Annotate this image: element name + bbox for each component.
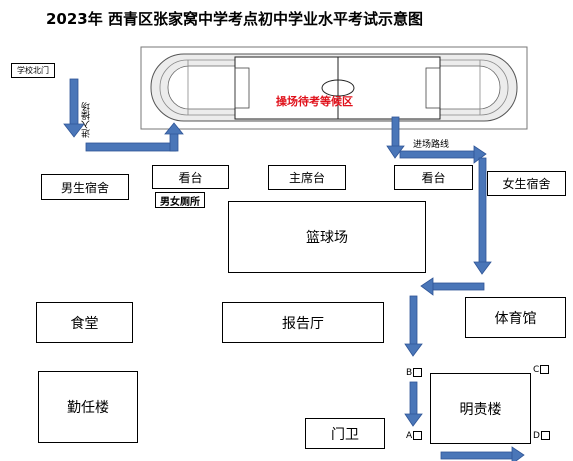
door-a-label: A (406, 431, 413, 441)
north-gate-box: 学校北门 (11, 63, 55, 78)
qinren-building: 勤任楼 (38, 371, 138, 443)
main-stand: 主席台 (268, 165, 346, 190)
canteen: 食堂 (36, 302, 133, 343)
door-b-label: B (406, 368, 413, 378)
boys-dorm: 男生宿舍 (41, 174, 129, 200)
lecture-hall: 报告厅 (222, 302, 384, 343)
door-b: B (406, 368, 423, 378)
door-a-marker (413, 431, 423, 440)
route-arrow-right-3 (440, 451, 514, 460)
route-arrow-right-1 (85, 142, 177, 152)
girls-dorm: 女生宿舍 (487, 171, 566, 196)
route-arrow-down-1 (69, 78, 79, 127)
door-c: C (533, 365, 550, 375)
door-d-marker (540, 431, 550, 440)
restroom: 男女厕所 (155, 192, 205, 208)
route-arrow-left-1 (431, 282, 485, 291)
door-d-label: D (533, 431, 540, 441)
door-a: A (406, 431, 423, 441)
entry-route-label: 进场路线 (413, 140, 450, 150)
door-d: D (533, 431, 550, 441)
stand-left: 看台 (152, 165, 229, 189)
mingze-building: 明责楼 (430, 373, 531, 444)
route-arrow-right-2 (399, 150, 476, 159)
stand-right: 看台 (394, 165, 473, 190)
door-c-marker (540, 365, 550, 374)
basketball-court: 篮球场 (228, 201, 426, 273)
route-arrow-down-3 (478, 157, 487, 265)
route-arrow-down-5 (409, 381, 418, 417)
page-title: 2023年 西青区张家窝中学考点初中学业水平考试示意图 (46, 10, 423, 28)
door-b-marker (413, 368, 423, 377)
guard-house: 门卫 (305, 418, 385, 449)
waiting-area-label: 操场待考等候区 (276, 95, 353, 108)
enter-field-label: 进入操场 (82, 102, 92, 138)
route-arrow-down-2 (391, 116, 400, 150)
door-c-label: C (533, 365, 540, 375)
gymnasium: 体育馆 (465, 297, 566, 338)
route-arrow-down-4 (409, 295, 418, 347)
